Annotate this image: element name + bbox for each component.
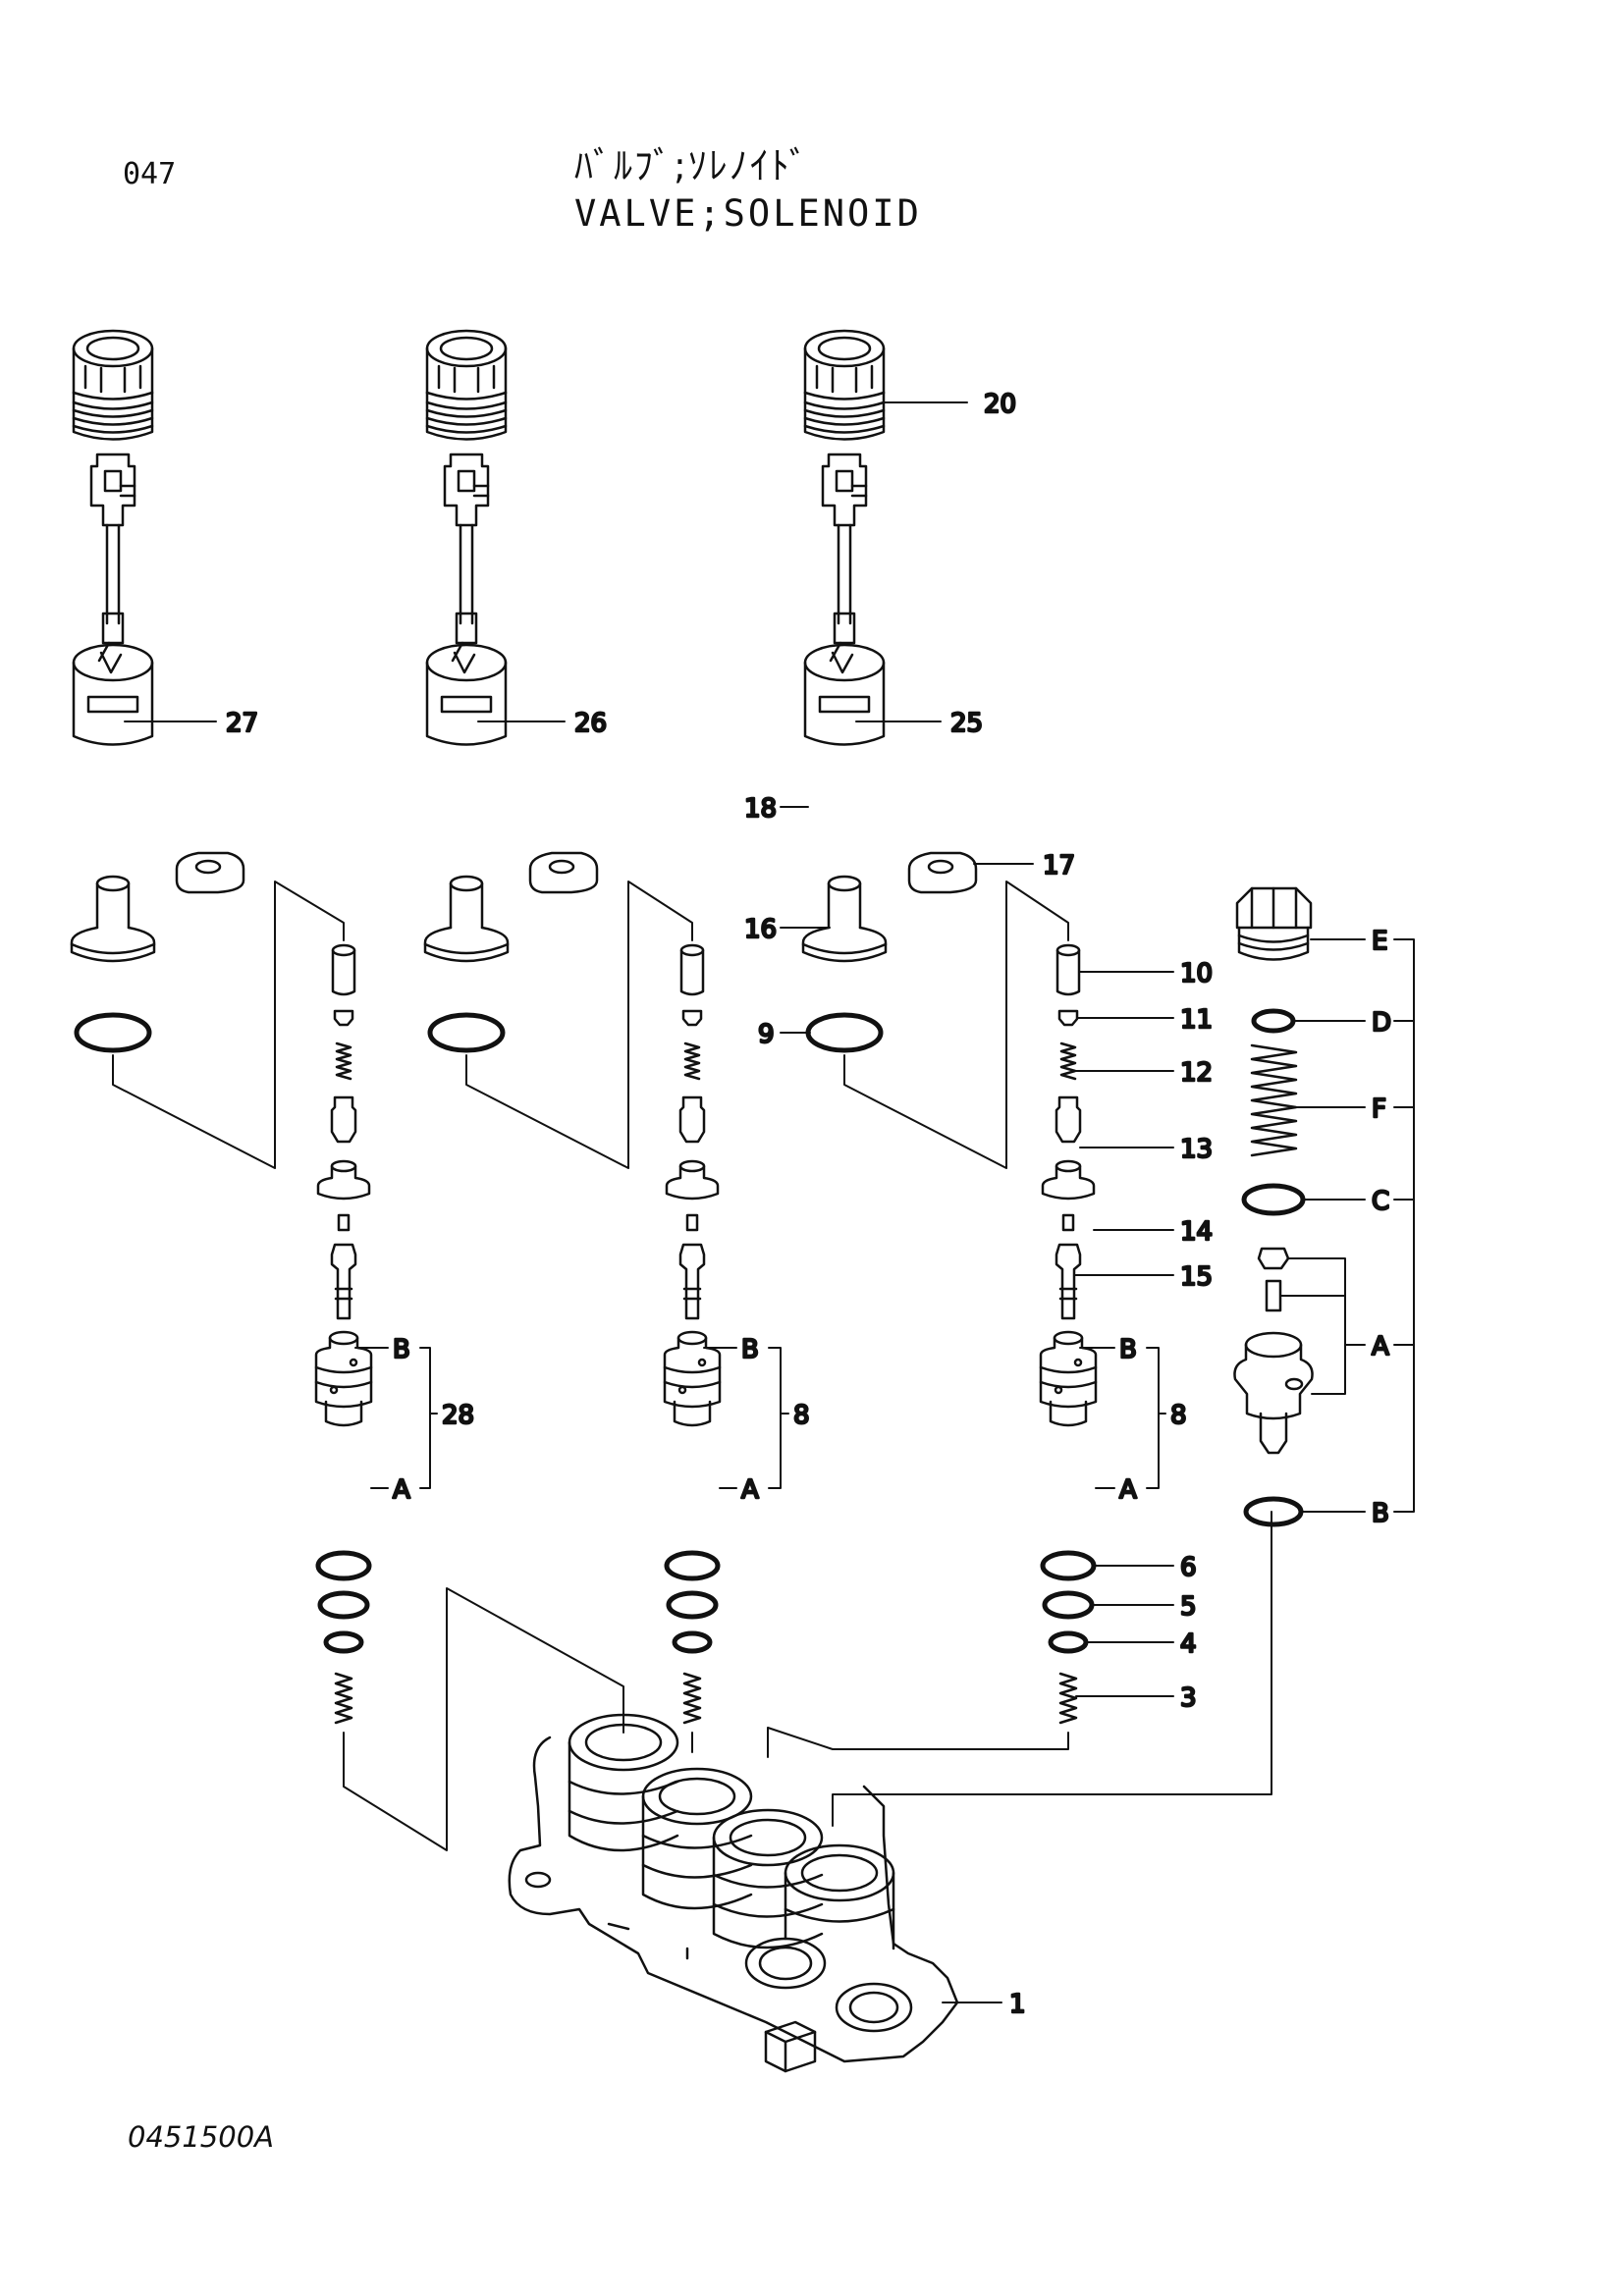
callout-3: 3 [1180,1683,1197,1713]
callout-16: 16 [744,915,777,944]
callout-20: 20 [984,390,1016,419]
callout-12: 12 [1180,1058,1213,1088]
callout-26: 26 [574,709,607,738]
callout-8-col2: 8 [793,1401,810,1430]
page-number: 047 [123,157,177,191]
callout-c: C [1372,1187,1389,1216]
callout-1: 1 [1009,1990,1026,2019]
callout-5: 5 [1180,1592,1197,1622]
callout-14: 14 [1180,1217,1213,1247]
callout-8-col3: 8 [1170,1401,1187,1430]
callout-13: 13 [1180,1135,1213,1164]
figure-code: 0451500A [128,2120,274,2154]
valve-body [508,1713,959,2073]
callout-11: 11 [1180,1005,1213,1035]
callout-4: 4 [1180,1629,1197,1659]
callout-b-col1: B [393,1335,410,1364]
title-japanese: ﾊﾞﾙﾌﾞ;ｿﾚﾉｲﾄﾞ [574,144,810,187]
callout-a-col1: A [393,1475,410,1505]
callout-b-col2: B [741,1335,759,1364]
callout-d: D [1372,1008,1391,1038]
callout-f: F [1372,1095,1386,1124]
callout-b-right: B [1372,1499,1389,1528]
callout-a-col2: A [741,1475,759,1505]
callout-6: 6 [1180,1553,1197,1582]
callout-e: E [1372,927,1387,956]
relief-valve-assembly [1233,886,1314,1527]
callout-25: 25 [950,709,983,738]
callout-17: 17 [1043,851,1075,881]
callout-a-right: A [1372,1332,1389,1362]
title-english: VALVE;SOLENOID [574,192,922,235]
callout-18: 18 [744,794,777,824]
callout-27: 27 [226,709,258,738]
callout-9: 9 [758,1020,775,1049]
callout-b-col3: B [1119,1335,1137,1364]
callout-28: 28 [442,1401,474,1430]
callout-10: 10 [1180,959,1213,988]
callout-15: 15 [1180,1262,1213,1292]
callout-a-col3: A [1119,1475,1137,1505]
